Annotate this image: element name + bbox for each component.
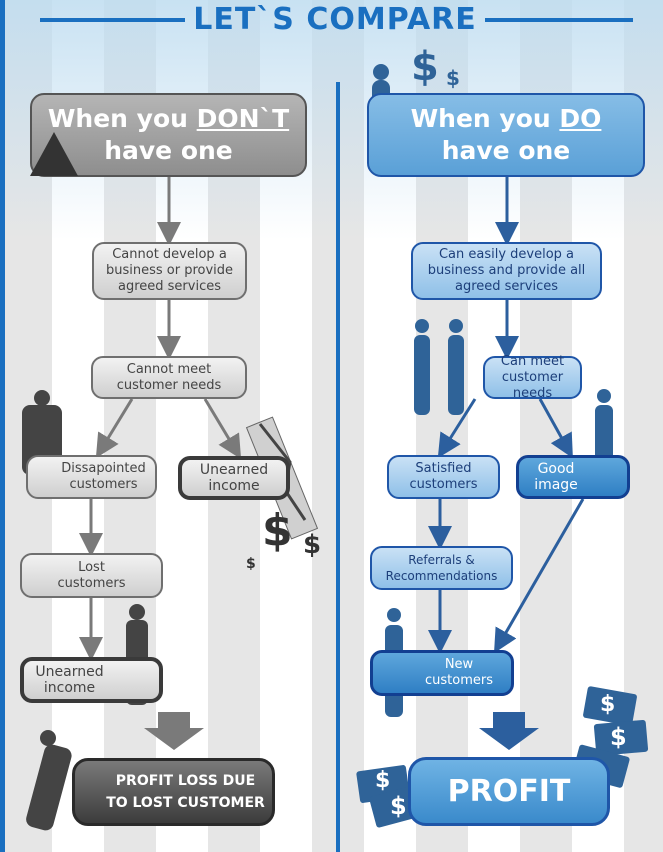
node-can-meet: Can meet customer needs [483,354,582,401]
dollar-sign: $ [600,692,616,717]
page-title: LET`S COMPARE [193,2,477,37]
node-satisfied-customers: Satisfied customers [387,455,500,499]
arrow [203,398,242,460]
dollar-sign: $ [390,792,407,820]
node-lost-customers: Lost customers [20,553,163,598]
dollar-sign: $ [411,44,439,90]
node-dissapointed: Dissapointed customers [26,455,157,499]
node-good-image: Good image [516,455,630,499]
dollar-sign: $ [262,505,293,556]
title-rule-right [485,18,633,22]
node-unearned-income-2: Unearned income [20,657,163,703]
left-edge-bar [0,0,5,852]
node-cannot-develop: Cannot develop a business or provide agr… [92,242,247,300]
dollar-sign: $ [375,768,391,793]
big-arrow-down-gray [144,712,204,750]
arrow [494,498,585,654]
dollar-sign: $ [303,530,322,560]
center-divider [336,82,340,852]
arrow [437,398,477,459]
node-unearned-income-1: Unearned income [178,456,290,500]
result-profit-loss: PROFIT LOSS DUE TO LOST CUSTOMER [72,758,275,826]
node-referrals: Referrals & Recommendations [370,546,513,590]
dollar-sign: $ [610,723,627,751]
arrow [95,398,134,459]
dollar-sign: $ [446,66,460,90]
warning-icon [30,132,78,176]
node-can-develop: Can easily develop a business and provid… [411,242,602,300]
node-new-customers: New customers [370,650,514,696]
title-rule-left [40,18,185,22]
big-arrow-down-blue [479,712,539,750]
dollar-sign: $ [246,556,256,572]
result-profit: PROFIT [408,757,610,826]
arrow [538,398,573,459]
node-cannot-meet: Cannot meet customer needs [91,356,247,399]
